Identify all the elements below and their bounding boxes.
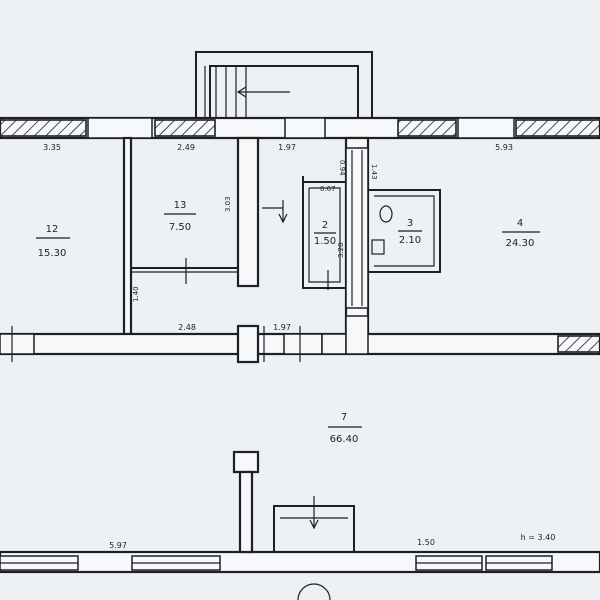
- svg-text:66.40: 66.40: [330, 434, 359, 445]
- dimension-ticks: [11, 258, 329, 362]
- stair-direction-arrow-icon: [236, 86, 290, 98]
- pillar: [232, 450, 260, 554]
- room-3-walls: [368, 189, 441, 273]
- dimension-vertical-3: 0.67: [320, 185, 336, 193]
- dimension-vertical-4: 3.03: [224, 196, 232, 212]
- ceiling-height-label: h = 3.40: [521, 533, 556, 542]
- dimension-top-1: 3.35: [43, 143, 61, 152]
- dimension-top-4: 5.93: [495, 143, 513, 152]
- room-4-label: 4 24.30: [502, 218, 540, 249]
- dimension-vertical-1: 0.94: [338, 160, 346, 176]
- room-13-label: 13 7.50: [164, 200, 196, 233]
- svg-text:24.30: 24.30: [506, 238, 535, 249]
- room-2-walls: [302, 176, 346, 289]
- dimension-vertical-5: 1.40: [132, 286, 140, 302]
- svg-text:7.50: 7.50: [169, 222, 191, 233]
- sink-icon: [371, 239, 385, 255]
- room-7-label: 7 66.40: [328, 412, 362, 445]
- svg-text:4: 4: [517, 218, 523, 229]
- svg-text:3: 3: [407, 218, 413, 229]
- entry-arrow-icon: [262, 200, 288, 224]
- dimension-mid-1: 2.48: [178, 323, 196, 332]
- svg-text:12: 12: [46, 224, 59, 235]
- svg-text:2.10: 2.10: [399, 235, 421, 246]
- bottom-entrance: [273, 496, 355, 600]
- toilet-icon: [379, 205, 393, 223]
- svg-text:15.30: 15.30: [38, 248, 67, 259]
- dimension-bottom-1: 5.97: [109, 541, 127, 550]
- room-3-label: 3 2.10: [398, 218, 422, 246]
- svg-text:1.50: 1.50: [314, 236, 336, 247]
- room-2-label: 2 1.50: [314, 220, 336, 247]
- dimension-top-2: 2.49: [177, 143, 195, 152]
- stair-block: [195, 51, 373, 118]
- svg-text:2: 2: [322, 220, 328, 231]
- dimension-vertical-6: 3.20: [337, 242, 345, 258]
- room-12-label: 12 15.30: [36, 224, 70, 259]
- top-outer-wall: [0, 116, 600, 140]
- bottom-outer-wall: [0, 550, 600, 574]
- dimension-top-3: 1.97: [278, 143, 296, 152]
- interior-walls: [122, 136, 370, 336]
- svg-text:13: 13: [174, 200, 187, 211]
- svg-text:7: 7: [341, 412, 347, 423]
- dimension-mid-2: 1.97: [273, 323, 291, 332]
- dimension-vertical-2: 1.43: [370, 164, 378, 180]
- dimension-bottom-2: 1.50: [417, 538, 435, 547]
